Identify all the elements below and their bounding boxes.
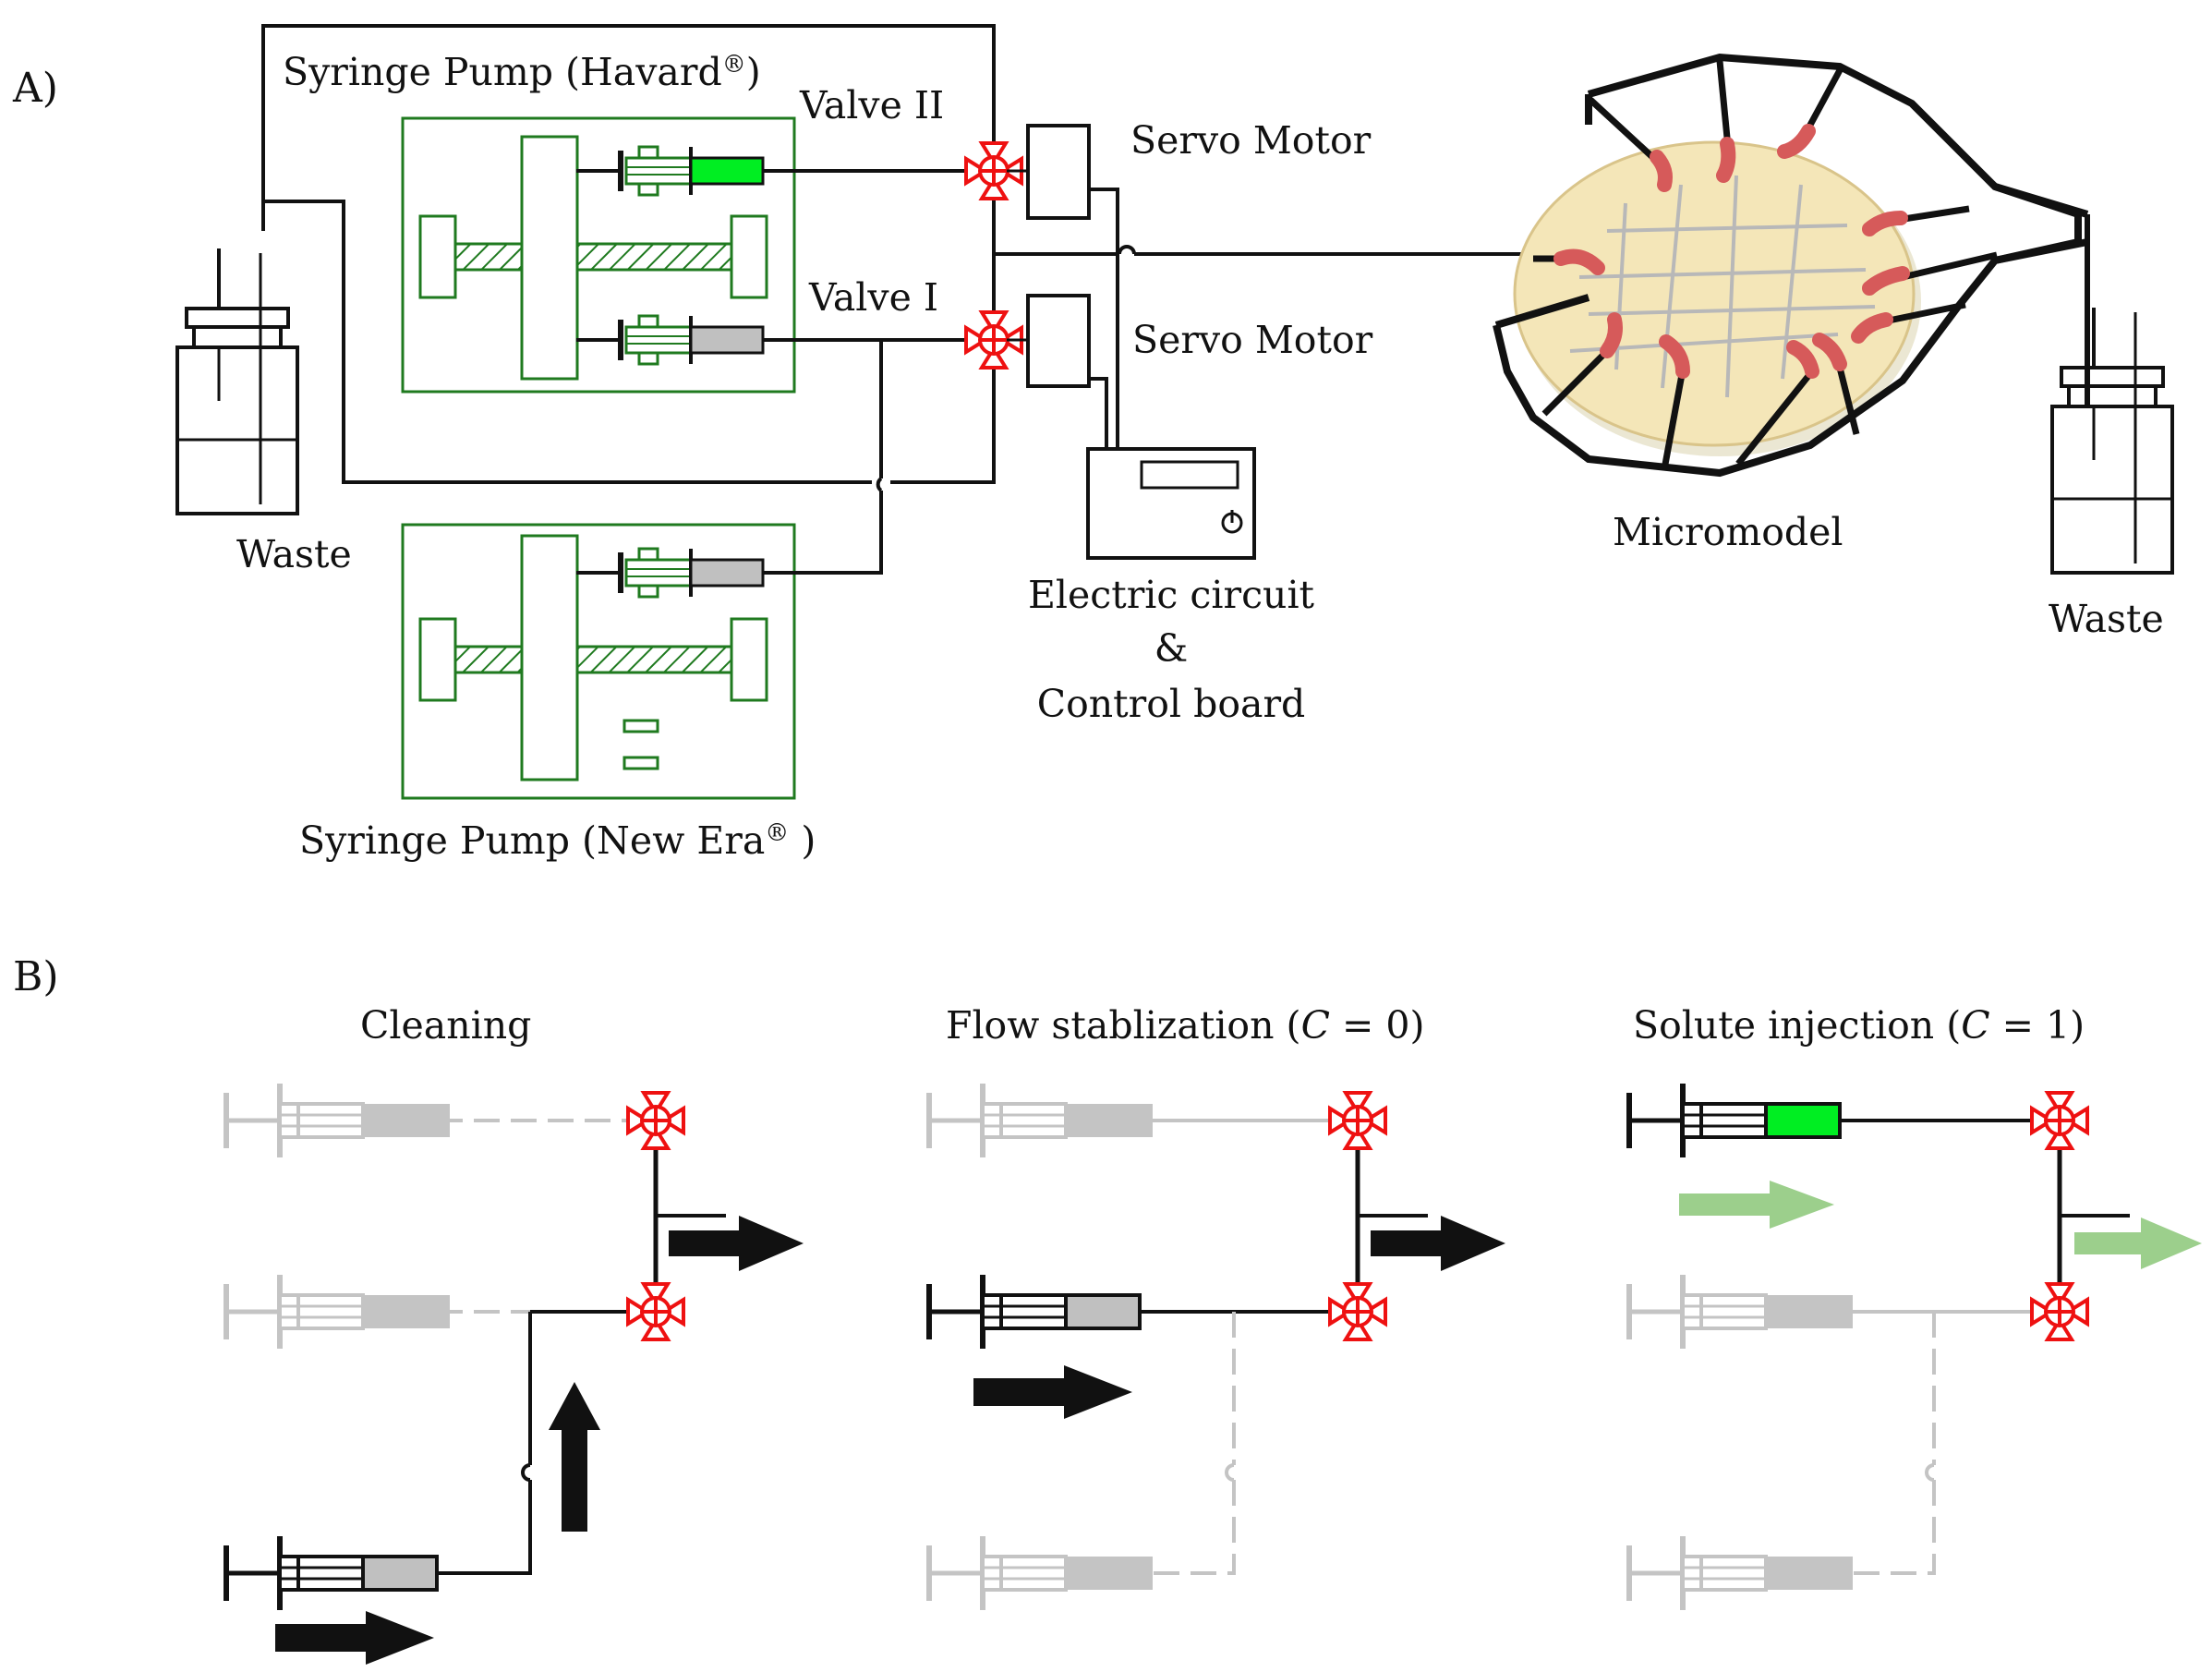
new-era-pump-label: Syringe Pump (New Era	[299, 818, 765, 863]
waste-bottle-right	[2050, 306, 2174, 575]
solute-flow-arrow	[1679, 1181, 1834, 1229]
havard-pump-label: Syringe Pump (Havard	[283, 50, 722, 94]
flow-arrow-out	[669, 1216, 804, 1271]
micromodel-label: Micromodel	[1613, 510, 1843, 554]
flow-arrow-right	[275, 1611, 434, 1665]
svg-text:Syringe Pump (Havard®): Syringe Pump (Havard®)	[283, 50, 761, 94]
stage-title-stabilization: Flow stablization (	[946, 1003, 1301, 1048]
servo-motor-top	[1026, 124, 1091, 220]
waste-left-label: Waste	[236, 532, 352, 576]
stage-title-injection: Solute injection (	[1633, 1003, 1961, 1048]
circuit-label-2: &	[1154, 626, 1189, 671]
flow-arrow-up	[549, 1382, 600, 1532]
svg-text:Solute injection (C = 1): Solute injection (C = 1)	[1633, 1003, 2085, 1048]
new-era-syringe-pump	[401, 523, 796, 800]
waste-bottle-left	[175, 247, 299, 515]
micromodel	[1493, 53, 2090, 478]
havard-syringe-pump	[401, 116, 796, 394]
solute-out-arrow	[2074, 1218, 2202, 1269]
control-board	[1086, 447, 1256, 560]
panel-b-label: B)	[13, 953, 59, 1000]
circuit-label-1: Electric circuit	[1028, 573, 1315, 617]
servo-bottom-label: Servo Motor	[1132, 318, 1373, 362]
circuit-label-3: Control board	[1037, 682, 1306, 726]
valve-i-label: Valve I	[808, 275, 938, 320]
stage-solute-injection	[1629, 1084, 2202, 1610]
valve-ii-label: Valve II	[799, 83, 944, 127]
servo-top-label: Servo Motor	[1130, 118, 1372, 163]
stage-cleaning	[226, 1084, 804, 1665]
panel-a-label: A)	[12, 65, 58, 112]
stage-title-cleaning: Cleaning	[360, 1003, 531, 1048]
svg-text:Syringe Pump (New Era® ): Syringe Pump (New Era® )	[299, 818, 816, 863]
waste-right-label: Waste	[2049, 597, 2164, 641]
servo-motor-bottom	[1026, 294, 1091, 388]
svg-text:Flow stablization (C = 0): Flow stablization (C = 0)	[946, 1003, 1424, 1048]
tubing-network	[261, 24, 1529, 575]
stage-flow-stabilization	[929, 1084, 1505, 1610]
